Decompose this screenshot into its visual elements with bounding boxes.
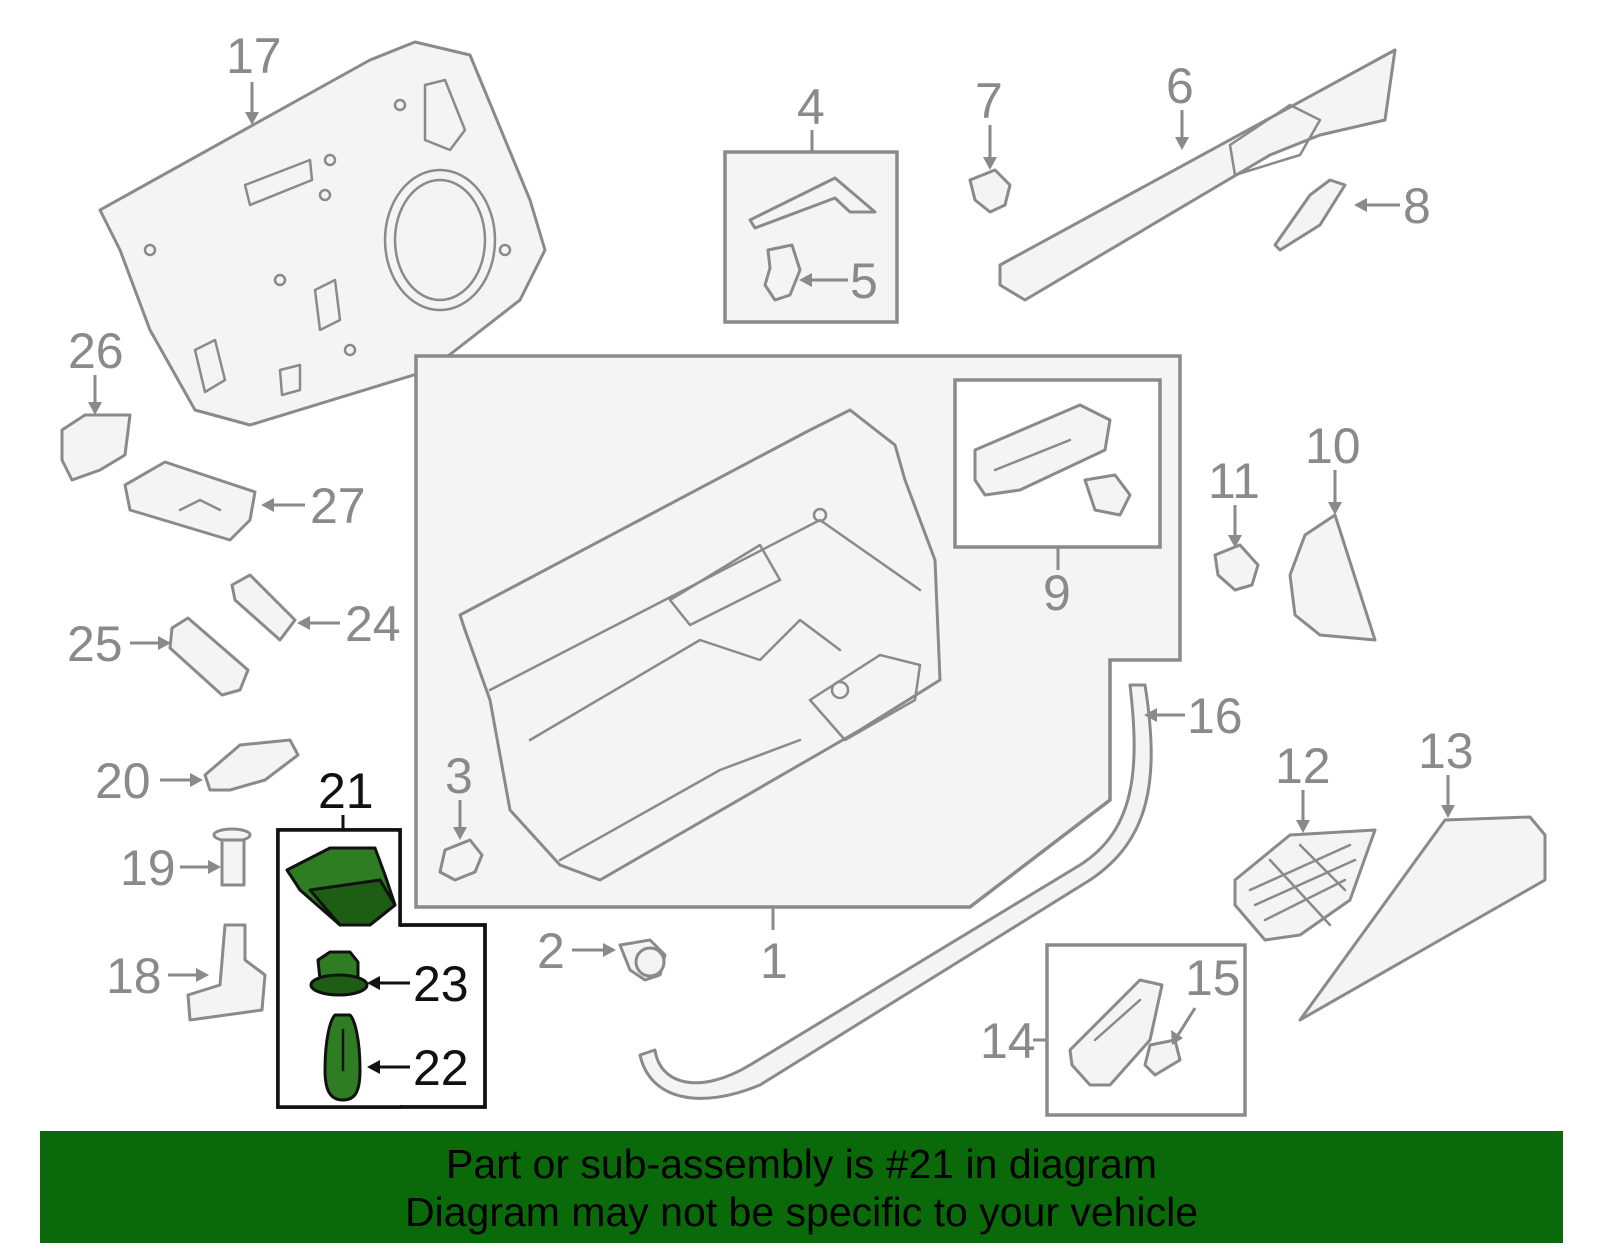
callout-6: 6 xyxy=(1166,58,1194,114)
part-3-plug[interactable] xyxy=(438,838,484,882)
part-16-seal[interactable] xyxy=(638,683,1153,1100)
callout-12: 12 xyxy=(1275,738,1331,794)
callout-4: 4 xyxy=(797,79,825,135)
callout-25: 25 xyxy=(67,616,123,672)
callout-26: 26 xyxy=(68,323,124,379)
callout-5: 5 xyxy=(850,253,878,309)
callout-15: 15 xyxy=(1185,950,1241,1006)
footer-banner: Part or sub-assembly is #21 in diagram D… xyxy=(40,1131,1563,1243)
footer-line-2: Diagram may not be specific to your vehi… xyxy=(404,1189,1198,1235)
part-27-bracket[interactable] xyxy=(123,460,257,542)
part-2-screw[interactable] xyxy=(618,938,667,982)
part-1-door-trim-panel[interactable] xyxy=(458,408,942,882)
part-23-bulb-socket[interactable] xyxy=(309,950,369,997)
part-25-handle[interactable] xyxy=(168,616,250,697)
part-6-armrest-trim[interactable] xyxy=(998,48,1397,302)
part-4-bracket[interactable] xyxy=(748,176,877,230)
part-10-trim[interactable] xyxy=(1288,513,1377,642)
callout-18: 18 xyxy=(106,948,162,1004)
part-9-handle[interactable] xyxy=(973,403,1132,517)
callout-9: 9 xyxy=(1043,565,1071,621)
part-11-clip[interactable] xyxy=(1213,543,1260,592)
callout-8: 8 xyxy=(1403,178,1431,234)
callout-16: 16 xyxy=(1187,688,1243,744)
footer-line-1: Part or sub-assembly is #21 in diagram xyxy=(446,1141,1157,1187)
callout-20: 20 xyxy=(95,753,151,809)
part-21-lamp-housing[interactable] xyxy=(285,846,397,927)
callout-24: 24 xyxy=(345,596,401,652)
callout-7: 7 xyxy=(975,73,1003,129)
part-24-switch[interactable] xyxy=(230,573,297,642)
part-18-clip[interactable] xyxy=(186,923,267,1022)
callout-17: 17 xyxy=(226,28,282,84)
callout-21: 21 xyxy=(318,763,374,819)
part-26-bracket[interactable] xyxy=(60,413,132,482)
callout-22: 22 xyxy=(413,1040,469,1096)
callout-27: 27 xyxy=(310,478,366,534)
part-4-group-box xyxy=(723,150,899,324)
part-12-speaker-grille[interactable] xyxy=(1233,828,1377,942)
part-20-bracket[interactable] xyxy=(203,738,300,792)
part-14-switch-housing[interactable] xyxy=(1068,978,1164,1087)
part-5-clip[interactable] xyxy=(763,243,802,302)
part-8-trim[interactable] xyxy=(1273,178,1347,252)
leader-arrows xyxy=(88,82,1455,1074)
callout-1: 1 xyxy=(760,933,788,989)
part-7-clip[interactable] xyxy=(968,168,1012,214)
part-15-switch[interactable] xyxy=(1143,1038,1182,1077)
part-17-door-panel[interactable] xyxy=(98,40,547,427)
callout-2: 2 xyxy=(537,923,565,979)
callout-19: 19 xyxy=(120,840,176,896)
callout-10: 10 xyxy=(1305,418,1361,474)
callout-14: 14 xyxy=(980,1013,1036,1069)
callout-3: 3 xyxy=(445,748,473,804)
part-13-trim[interactable] xyxy=(1298,815,1547,1022)
callout-23: 23 xyxy=(413,956,469,1012)
part-19-pin[interactable] xyxy=(212,827,252,887)
callout-13: 13 xyxy=(1418,723,1474,779)
part-22-bulb[interactable] xyxy=(323,1013,362,1102)
callout-11: 11 xyxy=(1208,453,1260,509)
